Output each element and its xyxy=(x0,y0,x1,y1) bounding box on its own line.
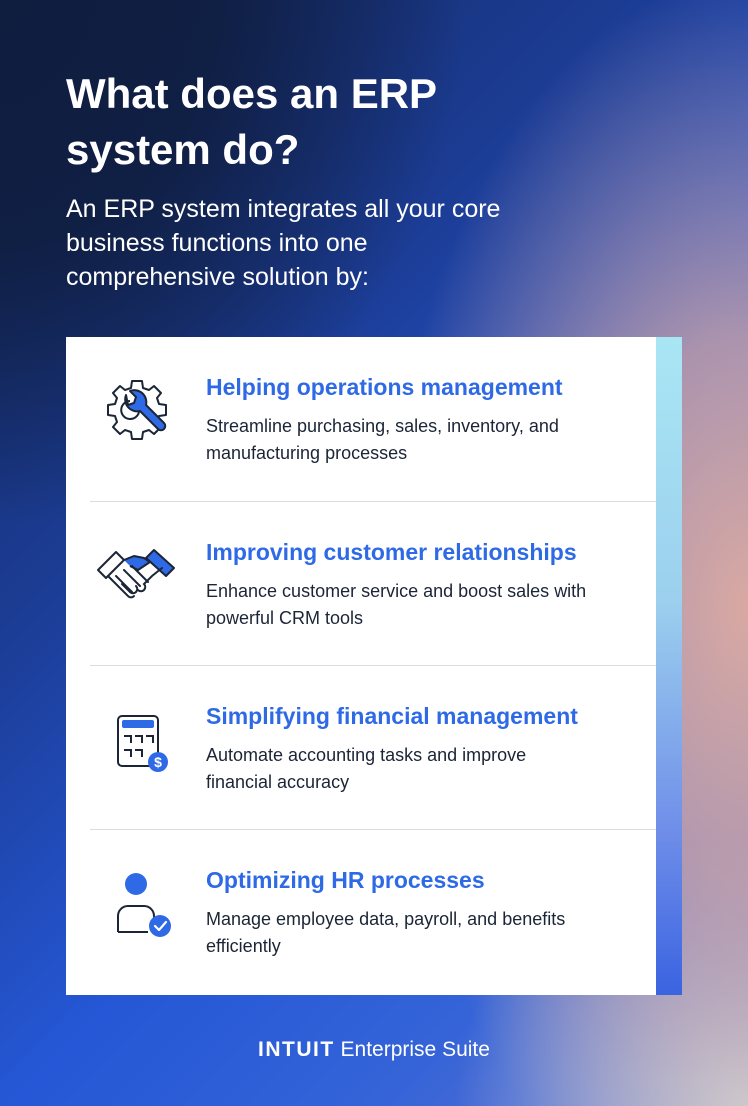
feature-operations: Helping operations management Streamline… xyxy=(90,337,656,501)
svg-text:$: $ xyxy=(154,754,162,770)
feature-financial: $ Simplifying financial management Autom… xyxy=(90,665,656,830)
feature-hr: Optimizing HR processes Manage employee … xyxy=(90,829,656,994)
features-card: Helping operations management Streamline… xyxy=(66,337,682,995)
product-name: Enterprise Suite xyxy=(340,1038,490,1061)
page-title: What does an ERP system do? xyxy=(66,70,437,173)
gear-wrench-icon xyxy=(107,380,167,440)
feature-title: Simplifying financial management xyxy=(206,703,578,729)
brand-name: INTUIT xyxy=(258,1038,335,1061)
feature-description: Automate accounting tasks and improve fi… xyxy=(206,745,527,792)
feature-title: Helping operations management xyxy=(206,374,563,400)
handshake-icon xyxy=(97,549,175,599)
footer-logo: INTUIT Enterprise Suite xyxy=(0,1036,748,1064)
calculator-dollar-icon: $ xyxy=(117,715,168,772)
card-accent-bar xyxy=(656,337,682,995)
feature-description: Enhance customer service and boost sales… xyxy=(206,581,587,628)
feature-description: Manage employee data, payroll, and benef… xyxy=(206,909,566,956)
user-check-icon xyxy=(117,873,171,937)
feature-title: Improving customer relationships xyxy=(206,539,577,565)
page-subtitle: An ERP system integrates all your core b… xyxy=(66,195,501,291)
feature-title: Optimizing HR processes xyxy=(206,867,485,893)
feature-customer: Improving customer relationships Enhance… xyxy=(90,501,656,666)
feature-description: Streamline purchasing, sales, inventory,… xyxy=(206,416,559,463)
